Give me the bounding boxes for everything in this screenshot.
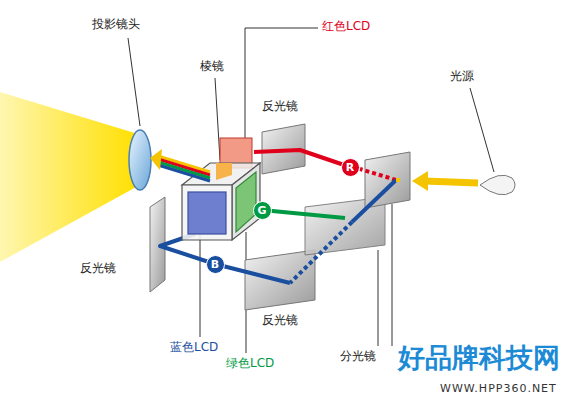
source-arrow — [412, 171, 428, 191]
prism-label: 棱镜 — [200, 60, 224, 74]
beam-letter: G — [257, 205, 266, 216]
mirror-label: 反光镜 — [262, 100, 298, 114]
beam-letter: R — [346, 162, 354, 173]
mirror-label: 反光镜 — [262, 314, 298, 328]
projection-lens — [129, 130, 151, 190]
beam-letter: B — [211, 259, 219, 270]
watermark: 好品牌科技网 — [398, 342, 560, 373]
leader-lines — [128, 28, 494, 353]
beam-circle: R — [341, 158, 360, 177]
red-lcd-label: 红色LCD — [322, 20, 370, 34]
blue-lcd-label: 蓝色LCD — [170, 341, 218, 355]
light-cone — [0, 92, 138, 262]
beam-circle: B — [206, 255, 225, 274]
combined-beam — [150, 149, 210, 181]
lamp — [480, 175, 515, 195]
watermark-url: WWW.HPP360.NET — [440, 383, 557, 396]
green-lcd-label: 绿色LCD — [226, 357, 274, 371]
dichroic-mirror-1 — [365, 152, 410, 208]
dichroic-label: 分光镜 — [340, 350, 376, 364]
mirror-label: 反光镜 — [80, 262, 116, 276]
light-source-label: 光源 — [450, 70, 474, 84]
lens-label: 投影镜头 — [92, 18, 140, 32]
beam-circle: G — [253, 201, 272, 220]
